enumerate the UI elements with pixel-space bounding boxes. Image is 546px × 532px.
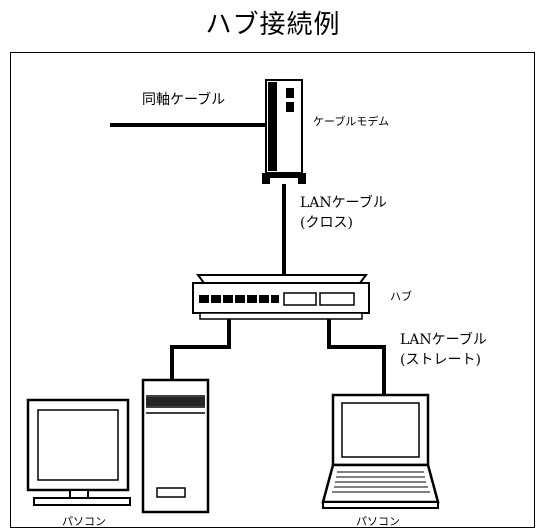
lan-cable-desktop-line xyxy=(170,319,231,388)
lan-cable-straight-label: LANケーブル xyxy=(400,332,487,348)
hub-label: ハブ xyxy=(390,290,412,303)
diagram-title: ハブ接続例 xyxy=(205,10,341,40)
lan-cable-cross-label: LANケーブル xyxy=(300,195,387,211)
lan-cable-cross-sublabel: (クロス) xyxy=(300,215,353,231)
laptop-icon xyxy=(321,393,440,509)
desktop-monitor-icon xyxy=(26,398,131,506)
diagram-frame xyxy=(10,52,535,528)
lan-cable-straight-sublabel: (ストレート) xyxy=(400,352,481,368)
pc-desktop-label: パソコン xyxy=(62,515,106,528)
pc-laptop-label: パソコン xyxy=(356,515,400,528)
cable-modem-label: ケーブルモデム xyxy=(313,115,390,128)
coax-cable-label: 同軸ケーブル xyxy=(142,92,226,108)
desktop-tower-icon xyxy=(141,378,210,514)
cable-modem-icon xyxy=(262,79,306,184)
hub-icon xyxy=(192,274,370,320)
lan-cable-straight-line xyxy=(327,319,386,395)
